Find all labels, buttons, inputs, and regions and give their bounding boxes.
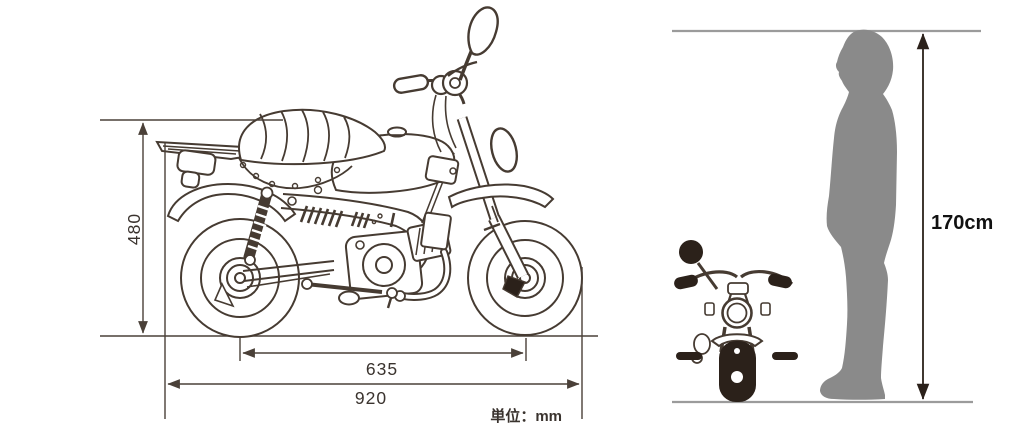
unit-label: 単位：mm bbox=[490, 407, 562, 425]
mirror-front bbox=[679, 240, 703, 264]
exhaust bbox=[394, 248, 452, 302]
dimensions bbox=[100, 119, 583, 419]
height-dim-label: 480 bbox=[124, 213, 144, 245]
front-wheel bbox=[467, 220, 583, 336]
frame-vents bbox=[299, 205, 396, 229]
person-height-label: 170cm bbox=[931, 212, 993, 234]
wheelbase-dim-label: 635 bbox=[366, 359, 398, 379]
front-view-drawing bbox=[674, 240, 798, 402]
engine bbox=[344, 220, 452, 300]
side-view-drawing bbox=[100, 6, 598, 338]
rear-wheel bbox=[180, 218, 300, 338]
rear-fender bbox=[166, 182, 297, 223]
size-comparison: 170cm bbox=[672, 29, 993, 404]
rear-shock bbox=[243, 186, 274, 266]
length-dim-label: 920 bbox=[355, 388, 387, 408]
front-brake-arm bbox=[502, 275, 527, 298]
rear-carrier bbox=[155, 140, 251, 189]
dimension-height-480 bbox=[100, 119, 283, 334]
front-fender bbox=[447, 183, 555, 223]
footpegs bbox=[301, 278, 398, 309]
handlebar bbox=[392, 60, 478, 153]
seat bbox=[238, 108, 386, 195]
person-silhouette bbox=[820, 29, 897, 400]
swingarm bbox=[213, 260, 335, 308]
front-fork bbox=[456, 116, 529, 279]
headlight bbox=[489, 127, 519, 173]
front-brackets bbox=[420, 155, 460, 251]
dimension-length-920 bbox=[164, 143, 583, 419]
mirror bbox=[458, 6, 499, 81]
dimension-person-height: 170cm bbox=[916, 33, 993, 400]
dimension-labels: 480 635 920 単位：mm bbox=[124, 213, 562, 425]
dimension-wheelbase-635 bbox=[239, 338, 527, 361]
